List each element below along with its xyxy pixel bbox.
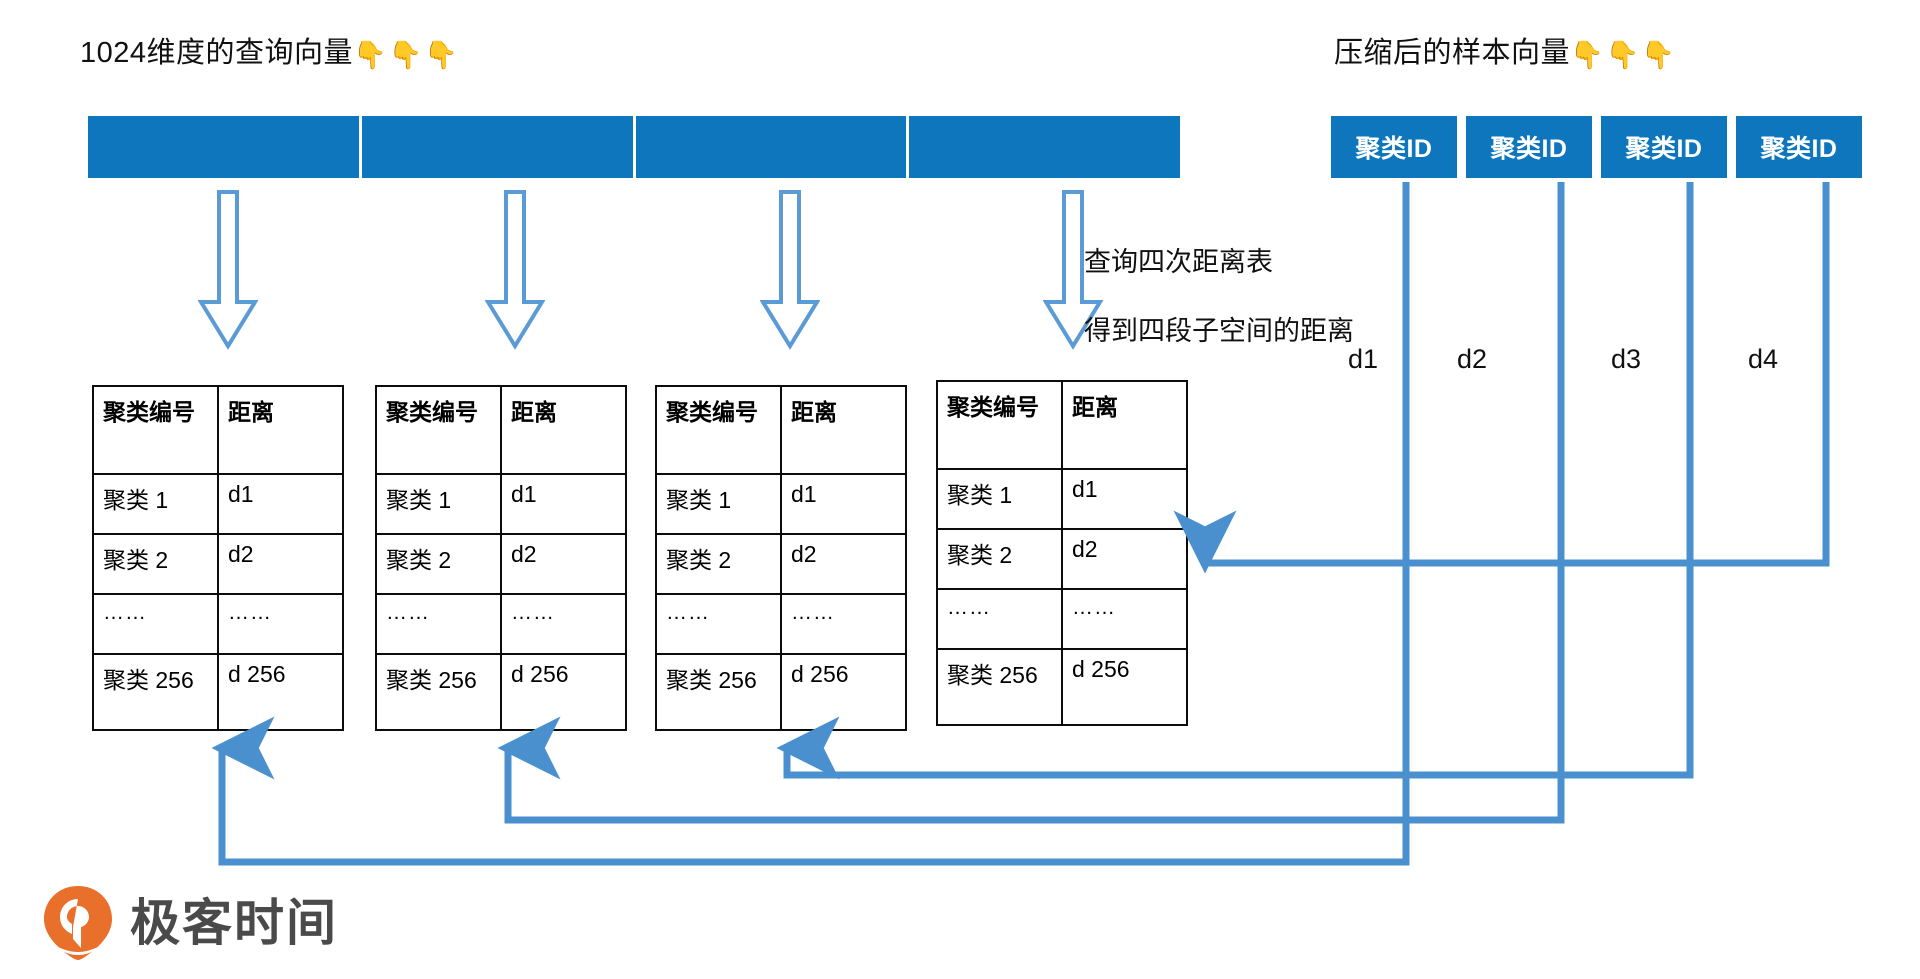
table-2-header-cluster: 聚类编号 xyxy=(375,385,502,475)
query-vector-bar xyxy=(88,116,1180,178)
table-row: 聚类 2 d2 xyxy=(375,533,627,595)
table-2-cell-cluster-ellipsis: …… xyxy=(375,593,502,655)
distance-table-3: 聚类编号 距离 聚类 1 d1 聚类 2 d2 …… …… 聚类 256 d 2… xyxy=(655,385,907,731)
compressed-sample-caption: 压缩后的样本向量👇👇👇 xyxy=(1334,36,1677,72)
table-3-header-distance: 距离 xyxy=(780,385,907,475)
table-header-row: 聚类编号 距离 xyxy=(655,385,907,475)
query-vector-caption-text: 1024维度的查询向量 xyxy=(80,37,354,69)
geek-time-logo-text: 极客时间 xyxy=(130,895,338,951)
table-row: 聚类 2 d2 xyxy=(936,528,1188,590)
table-row: 聚类 2 d2 xyxy=(655,533,907,595)
table-4-header-distance: 距离 xyxy=(1061,380,1188,470)
table-4-header-cluster: 聚类编号 xyxy=(936,380,1063,470)
distance-label-d1: d1 xyxy=(1348,344,1379,374)
table-4-cell-distance-ellipsis: …… xyxy=(1061,588,1188,650)
table-1-cell-distance-2: d2 xyxy=(217,533,344,595)
table-1-cell-cluster-256: 聚类 256 xyxy=(92,653,219,731)
geek-time-logo-mark xyxy=(44,886,112,960)
cluster-id-cell-3: 聚类ID xyxy=(1601,116,1727,178)
table-2-cell-distance-ellipsis: …… xyxy=(500,593,627,655)
cluster-id-cell-4: 聚类ID xyxy=(1736,116,1862,178)
distance-label-d3: d3 xyxy=(1611,344,1642,374)
cluster-id-label-2: 聚类ID xyxy=(1490,135,1568,163)
table-1-header-distance: 距离 xyxy=(217,385,344,475)
table-row: 聚类 2 d2 xyxy=(92,533,344,595)
table-1-header-cluster: 聚类编号 xyxy=(92,385,219,475)
table-4-cell-distance-1: d1 xyxy=(1061,468,1188,530)
table-3-cell-distance-2: d2 xyxy=(780,533,907,595)
query-vector-caption: 1024维度的查询向量👇👇👇 xyxy=(80,36,460,72)
query-annotation: 查询四次距离表 得到四段子空间的距离 xyxy=(1084,210,1354,383)
table-2-cell-distance-1: d1 xyxy=(500,473,627,535)
down-block-arrow-3 xyxy=(760,190,820,350)
table-4-cell-distance-256: d 256 xyxy=(1061,648,1188,726)
table-row: 聚类 1 d1 xyxy=(92,473,344,535)
table-row: 聚类 1 d1 xyxy=(655,473,907,535)
table-row: 聚类 256 d 256 xyxy=(375,653,627,731)
query-vector-segment-1 xyxy=(88,116,359,178)
table-1-cell-distance-256: d 256 xyxy=(217,653,344,731)
table-row: …… …… xyxy=(375,593,627,655)
query-annotation-line-1: 查询四次距离表 xyxy=(1084,246,1273,277)
table-4-cell-cluster-2: 聚类 2 xyxy=(936,528,1063,590)
table-2-cell-cluster-1: 聚类 1 xyxy=(375,473,502,535)
table-4-cell-distance-2: d2 xyxy=(1061,528,1188,590)
table-3-cell-distance-ellipsis: …… xyxy=(780,593,907,655)
compressed-sample-caption-text: 压缩后的样本向量 xyxy=(1334,37,1571,69)
distance-table-4: 聚类编号 距离 聚类 1 d1 聚类 2 d2 …… …… 聚类 256 d 2… xyxy=(936,380,1188,726)
table-row: 聚类 1 d1 xyxy=(375,473,627,535)
table-header-row: 聚类编号 距离 xyxy=(92,385,344,475)
table-2-cell-distance-256: d 256 xyxy=(500,653,627,731)
table-3-cell-cluster-2: 聚类 2 xyxy=(655,533,782,595)
table-3-cell-distance-256: d 256 xyxy=(780,653,907,731)
cluster-id-label-4: 聚类ID xyxy=(1760,135,1838,163)
distance-table-1: 聚类编号 距离 聚类 1 d1 聚类 2 d2 …… …… 聚类 256 d 2… xyxy=(92,385,344,731)
table-header-row: 聚类编号 距离 xyxy=(936,380,1188,470)
table-2-header-distance: 距离 xyxy=(500,385,627,475)
distance-label-d2: d2 xyxy=(1457,344,1488,374)
table-3-cell-distance-1: d1 xyxy=(780,473,907,535)
query-vector-segment-4 xyxy=(909,116,1180,178)
down-block-arrow-2 xyxy=(485,190,545,350)
cluster-id-cell-2: 聚类ID xyxy=(1466,116,1592,178)
table-row: 聚类 1 d1 xyxy=(936,468,1188,530)
table-3-cell-cluster-ellipsis: …… xyxy=(655,593,782,655)
table-row: 聚类 256 d 256 xyxy=(655,653,907,731)
pointing-down-icon-group-right: 👇👇👇 xyxy=(1570,40,1677,70)
table-2-cell-cluster-256: 聚类 256 xyxy=(375,653,502,731)
cluster-id-cell-1: 聚类ID xyxy=(1331,116,1457,178)
table-4-cell-cluster-256: 聚类 256 xyxy=(936,648,1063,726)
table-row: …… …… xyxy=(655,593,907,655)
table-2-cell-distance-2: d2 xyxy=(500,533,627,595)
table-2-cell-cluster-2: 聚类 2 xyxy=(375,533,502,595)
table-row: …… …… xyxy=(92,593,344,655)
query-vector-segment-3 xyxy=(635,116,907,178)
table-row: …… …… xyxy=(936,588,1188,650)
geek-time-logo: 极客时间 xyxy=(42,884,338,962)
query-vector-segment-2 xyxy=(361,116,633,178)
table-3-header-cluster: 聚类编号 xyxy=(655,385,782,475)
table-row: 聚类 256 d 256 xyxy=(92,653,344,731)
table-1-cell-distance-1: d1 xyxy=(217,473,344,535)
query-annotation-line-2: 得到四段子空间的距离 xyxy=(1084,315,1354,346)
table-3-cell-cluster-256: 聚类 256 xyxy=(655,653,782,731)
table-1-cell-cluster-2: 聚类 2 xyxy=(92,533,219,595)
distance-label-d4: d4 xyxy=(1748,344,1779,374)
cluster-id-label-1: 聚类ID xyxy=(1355,135,1433,163)
table-4-cell-cluster-1: 聚类 1 xyxy=(936,468,1063,530)
table-1-cell-cluster-1: 聚类 1 xyxy=(92,473,219,535)
pointing-down-icon-group-left: 👇👇👇 xyxy=(353,40,460,70)
down-block-arrow-1 xyxy=(198,190,258,350)
cluster-id-label-3: 聚类ID xyxy=(1625,135,1703,163)
distance-table-2: 聚类编号 距离 聚类 1 d1 聚类 2 d2 …… …… 聚类 256 d 2… xyxy=(375,385,627,731)
table-header-row: 聚类编号 距离 xyxy=(375,385,627,475)
table-1-cell-distance-ellipsis: …… xyxy=(217,593,344,655)
table-3-cell-cluster-1: 聚类 1 xyxy=(655,473,782,535)
table-1-cell-cluster-ellipsis: …… xyxy=(92,593,219,655)
table-4-cell-cluster-ellipsis: …… xyxy=(936,588,1063,650)
table-row: 聚类 256 d 256 xyxy=(936,648,1188,726)
